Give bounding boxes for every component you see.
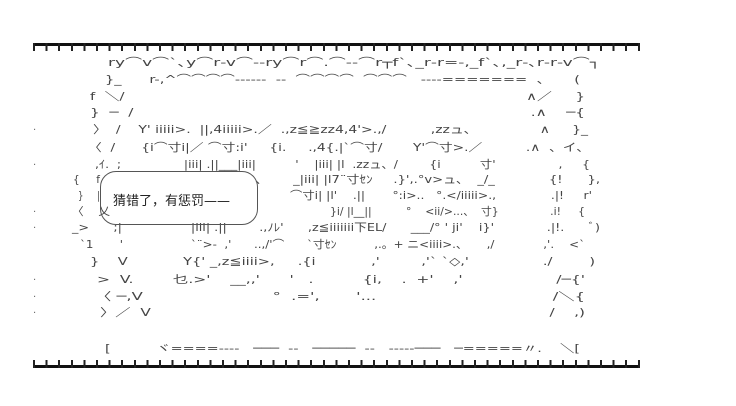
art-line: f ＼/ ∧／ } <box>90 90 585 103</box>
bottom-border <box>33 360 640 368</box>
art-line: 、 _|iii| |l7¨寸ｾﾝ .}',.°v>ュ、 _/_ {! }, <box>255 173 600 186</box>
margin-dot: . <box>33 204 37 215</box>
margin-dot: . <box>33 305 37 316</box>
art-line: }i/ |l__|| ° <ii/>...、 寸} .i! { <box>330 205 585 218</box>
art-line: > V. 乜.>' __,,' ' . {i, . +' ,' /─{' <box>97 273 585 286</box>
margin-dot: . <box>33 220 37 231</box>
art-line: ry⌒v⌒`､y⌒r‐v⌒‐‐ry⌒r⌒.⌒‐‐⌒r┬f`､_r‐r=‐,_f`… <box>108 56 600 69</box>
top-border <box>33 43 640 51</box>
art-line: ,ｲ. ; |iii| .||___|iii| ' |iii| |l .zzュ、… <box>95 158 590 171</box>
art-line: 〉 / Y' iiiii>. ||,4iiiii>.／ .,z≦≧zz4,4'>… <box>93 123 588 136</box>
margin-dot: . <box>33 272 37 283</box>
art-line: { f <box>73 173 100 186</box>
margin-dot: . <box>33 157 37 168</box>
art-line: 〈 / {i⌒寸i|／ ⌒寸:i' {i. .,4{.|`⌒寸/ Y'⌒寸>.／… <box>88 141 590 154</box>
art-line: [ ヾ====---- ─── -- ───── -- -----─── ─==… <box>105 342 580 355</box>
art-line: 〈 ─,V ° .=', '... /＼{ <box>95 290 585 303</box>
art-line: 〉／ V / ,) <box>100 306 585 319</box>
art-line: `1 ' `¨>‐ ,' ..,/'⌒ `寸ｾﾝ ,.。+ ニ<iiii>.、 … <box>80 238 585 251</box>
margin-dot: . <box>33 122 37 133</box>
art-line: ⌒寸i| |l' .|| °:i>.. °.</iiiii>., .|! r' <box>290 189 592 202</box>
art-line: } V Y{' _,z≦iiii>, .{i ,' ,'` `◇,' ./ ) <box>90 255 595 268</box>
speech-bubble: 猜错了，有惩罚—— <box>100 171 258 225</box>
margin-dot: . <box>33 289 37 300</box>
art-line: } ─ / .∧ ─{ <box>90 106 585 119</box>
art-line: } | <box>78 189 100 202</box>
speech-bubble-text: 猜错了，有惩罚—— <box>113 194 231 209</box>
art-line: }_ r-,^⌒⌒⌒⌒------ -- ⌒⌒⌒⌒ ⌒⌒⌒ ----======… <box>105 73 580 86</box>
